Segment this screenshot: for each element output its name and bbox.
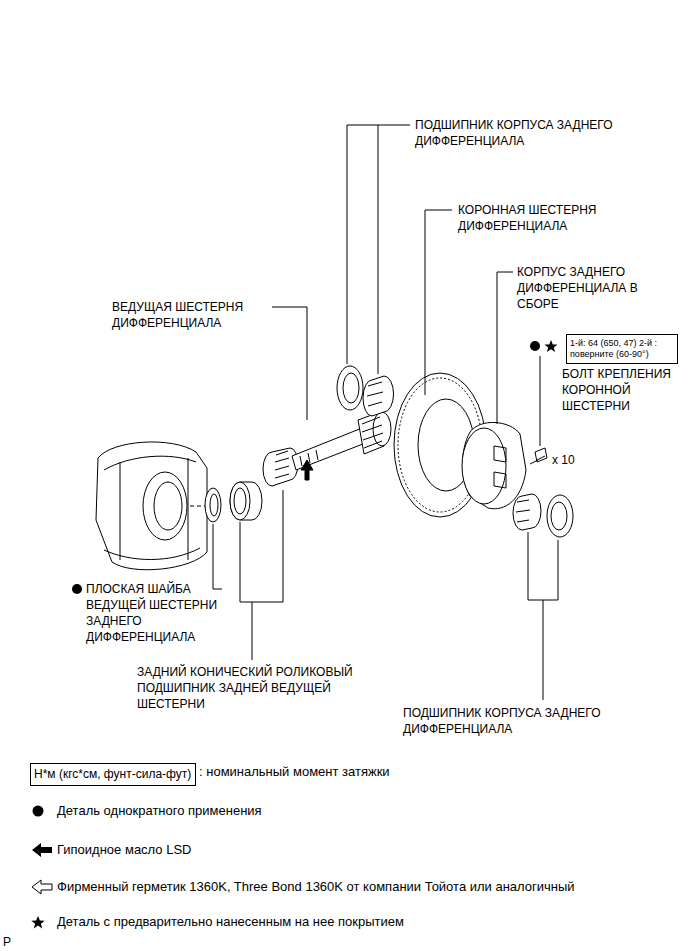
- precoated-mark: [545, 340, 558, 352]
- carrier-bore: [143, 472, 187, 540]
- case-bearing-lower-rollers: [516, 500, 530, 522]
- part-label: ПОДШИПНИК КОРПУСА ЗАДНЕГО ДИФФЕРЕНЦИАЛА: [403, 705, 648, 737]
- case-bearing: [363, 376, 394, 416]
- torque-spec-box: 1-й: 64 (650, 47) 2-й : поверните (60-90…: [566, 334, 678, 364]
- legend-text: Гипоидное масло LSD: [57, 842, 191, 858]
- bearing-cup-bore: [234, 488, 246, 514]
- leader-line: [347, 125, 410, 374]
- part-label: ЗАДНИЙ КОНИЧЕСКИЙ РОЛИКОВЫЙ ПОДШИПНИК ЗА…: [137, 664, 392, 712]
- case-windows: [494, 446, 506, 488]
- oil-symbol: [32, 843, 52, 857]
- part-label: ПЛОСКАЯ ШАЙБА ВЕДУЩЕЙ ШЕСТЕРНИ ЗАДНЕГО Д…: [86, 581, 226, 645]
- bearing-cup: [230, 482, 262, 520]
- leader-line: [213, 524, 222, 589]
- ring-gear-bolt: [530, 448, 547, 464]
- leader-line: [497, 272, 513, 424]
- part-label: КОРОННАЯ ШЕСТЕРНЯ ДИФФЕРЕНЦИАЛА: [458, 202, 648, 234]
- legend-text: Фирменный герметик 1360K, Three Bond 136…: [57, 879, 575, 895]
- bearing-cup-face: [230, 482, 250, 520]
- quantity-label: x 10: [552, 452, 592, 468]
- case-bearing-cup-lower-bore: [551, 502, 567, 530]
- legend-text: Деталь однократного применения: [57, 803, 262, 819]
- drive-pinion: [292, 428, 368, 470]
- part-label: ПОДШИПНИК КОРПУСА ЗАДНЕГО ДИФФЕРЕНЦИАЛА: [415, 117, 655, 149]
- case-bearing-cup-lower: [547, 495, 573, 537]
- differential-case: [463, 422, 527, 508]
- gear-teeth: [362, 417, 383, 448]
- box-text: Н*м (кгс*см, фунт-сила-фут): [34, 767, 191, 782]
- bearing-rollers: [275, 451, 289, 478]
- case-bearing-lower: [513, 494, 541, 530]
- one-time-use-mark: [72, 584, 82, 594]
- legend-text: Деталь с предварительно нанесенным на не…: [57, 914, 404, 930]
- precoated-symbol: [31, 916, 44, 928]
- plate-washer: [205, 488, 221, 522]
- leader-line: [540, 356, 541, 446]
- leader-line: [528, 532, 558, 700]
- one-time-use-symbol: [33, 806, 44, 817]
- plate-washer-hole: [210, 494, 218, 516]
- part-label: БОЛТ КРЕПЛЕНИЯ КОРОННОЙ ШЕСТЕРНИ: [562, 366, 684, 414]
- one-time-use-mark: [530, 341, 540, 351]
- tapered-roller-bearing: [263, 448, 298, 486]
- leader-line: [272, 307, 307, 420]
- leader-line: [240, 490, 283, 660]
- oil-arrow: [301, 460, 313, 480]
- page-mark: P: [3, 934, 23, 950]
- torque-unit-box: Н*м (кгс*см, фунт-сила-фут): [30, 763, 196, 786]
- case-bearing-cup-bore: [343, 373, 359, 403]
- case-flange: [462, 428, 506, 504]
- axis-line: [190, 506, 206, 507]
- drive-pinion-gear-face: [373, 412, 391, 446]
- case-bearing-cup: [337, 366, 363, 410]
- legend-text: : номинальный момент затяжки: [199, 764, 390, 780]
- sealant-symbol: [32, 880, 52, 894]
- differential-carrier: [96, 442, 207, 570]
- carrier-detail: [104, 456, 200, 560]
- box-text: 1-й: 64 (650, 47) 2-й : поверните (60-90…: [570, 338, 674, 360]
- case-bearing-rollers: [367, 382, 383, 406]
- leader-line: [425, 210, 452, 395]
- carrier-bore-inner: [154, 482, 182, 530]
- part-label: ВЕДУЩАЯ ШЕСТЕРНЯ ДИФФЕРЕНЦИАЛА: [112, 299, 270, 331]
- part-label: КОРПУС ЗАДНЕГО ДИФФЕРЕНЦИАЛА В СБОРЕ: [517, 264, 675, 312]
